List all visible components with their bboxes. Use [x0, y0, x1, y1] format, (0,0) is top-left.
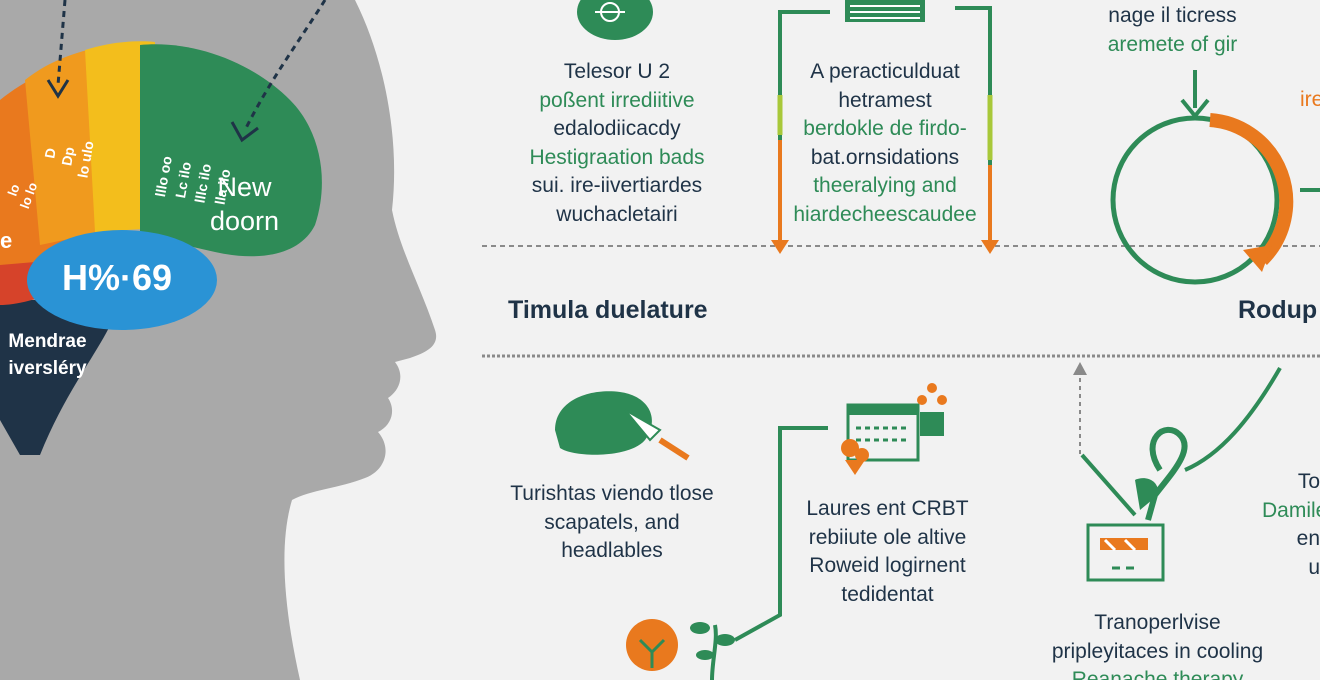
- top-col2-line-4: bat.ornsidations: [810, 145, 960, 169]
- brain-chip-icon: [577, 0, 653, 40]
- blue-cap: [27, 230, 217, 330]
- cycle-arrow-icon: [1110, 70, 1320, 285]
- bottom-col2-line-3: Roweid logirnent: [809, 554, 966, 577]
- book-icon: [845, 0, 925, 22]
- top-col2-line-2: hetramest: [838, 88, 932, 112]
- top-col3-line-1: nage il ticress: [1108, 4, 1237, 27]
- bottom-col3-line-1: Tranoperlvise: [1094, 611, 1221, 634]
- bottom-col4-line-3: en: [1296, 527, 1320, 550]
- bottom-col2-line-1: Laures ent CRBT: [806, 497, 969, 520]
- bottom-col4-line-4: u: [1308, 555, 1320, 579]
- lightbulb-icon: [626, 619, 678, 671]
- top-col1-line-6: wuchacletairi: [556, 202, 678, 226]
- bottom-col1-line-2: scapatels, and: [544, 510, 680, 534]
- top-col-1: Telesor U 2 poßent irrediitive edalodiic…: [512, 58, 722, 229]
- brain-scalpel-icon: [555, 391, 690, 461]
- top-col2-title: A peracticulduat: [810, 60, 960, 83]
- bottom-col4-line-1: To: [1297, 470, 1320, 493]
- bottom-col1-line-3: headlables: [561, 539, 663, 562]
- side-label: Mendrae iversléry: [0, 328, 95, 382]
- green-lobe: [140, 44, 322, 257]
- lobe-green-line-2: doorn: [210, 206, 280, 236]
- top-col2-line-5: theeralying and: [813, 174, 957, 197]
- top-col-2: A peracticulduat hetramest berdokle de f…: [785, 58, 985, 229]
- calendar-icon: [778, 403, 920, 545]
- top-col1-line-2: poßent irrediitive: [539, 88, 695, 112]
- ribbon-icon: [1073, 362, 1282, 521]
- section-heading-left: Timula duelature: [508, 296, 708, 324]
- lobe-green-label: New doorn: [210, 170, 279, 238]
- bottom-col2-line-4: tedidentat: [841, 582, 934, 606]
- top-col2-line-6: hiardecheescaudee: [793, 202, 977, 226]
- bottom-col-3: Tranoperlvise pripleyitaces in cooling R…: [1045, 609, 1270, 680]
- bottom-col1-line-1: Turishtas viendo tlose: [510, 482, 714, 505]
- top-col1-line-3: edalodiicacdy: [553, 117, 681, 140]
- bottom-col3-line-3: Reanache therapy: [1071, 668, 1244, 680]
- sprout-icon: [690, 622, 735, 680]
- lobe-green-line-1: New: [217, 172, 272, 202]
- brain-edge-letter: e: [0, 228, 13, 253]
- top-col-3-cut: ire: [1300, 88, 1320, 111]
- flower-icon: [841, 383, 947, 475]
- blue-cap-label: H%·69: [62, 257, 173, 298]
- bottom-col3-line-2: pripleyitaces in cooling: [1051, 639, 1264, 663]
- top-col-3: nage il ticress aremete of gir: [1080, 2, 1265, 59]
- top-col1-line-5: sui. ire-iivertiardes: [531, 174, 703, 197]
- box-icon: [1086, 523, 1165, 582]
- top-col1-title: Telesor U 2: [563, 60, 671, 83]
- top-col2-line-3: berdokle de firdo-: [803, 117, 967, 140]
- side-label-line-2: iversléry: [8, 358, 87, 379]
- bottom-col2-line-2: rebiiute ole altive: [808, 525, 967, 549]
- top-col1-line-4: Hestigraation bads: [529, 145, 705, 169]
- top-col3-line-2: aremete of gir: [1107, 32, 1238, 56]
- bottom-col-2: Laures ent CRBT rebiiute ole altive Rowe…: [790, 495, 985, 609]
- side-label-line-1: Mendrae: [8, 331, 87, 352]
- bottom-col-1: Turishtas viendo tlose scapatels, and he…: [492, 480, 732, 566]
- navy-lobe: [0, 300, 120, 455]
- section-heading-right: Rodup: [1238, 296, 1318, 324]
